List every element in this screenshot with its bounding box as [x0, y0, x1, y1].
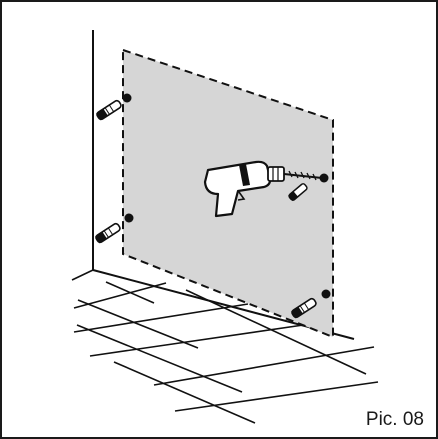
figure-caption: Pic. 08 [363, 409, 426, 430]
floor-tiles [73, 281, 379, 424]
wall-plug-icon [94, 222, 121, 244]
drill-bit-icon [288, 183, 308, 202]
drill-hole-top-left [122, 93, 132, 103]
drill-hole-bottom-right [321, 289, 331, 299]
drill-hole-right [319, 173, 329, 183]
wall-plug-icon [95, 99, 122, 121]
wall-floor-edge-left [71, 269, 94, 281]
drill-hole-bottom-left [124, 213, 134, 223]
wall-plug-icon [290, 297, 317, 319]
drill-icon [203, 160, 323, 218]
